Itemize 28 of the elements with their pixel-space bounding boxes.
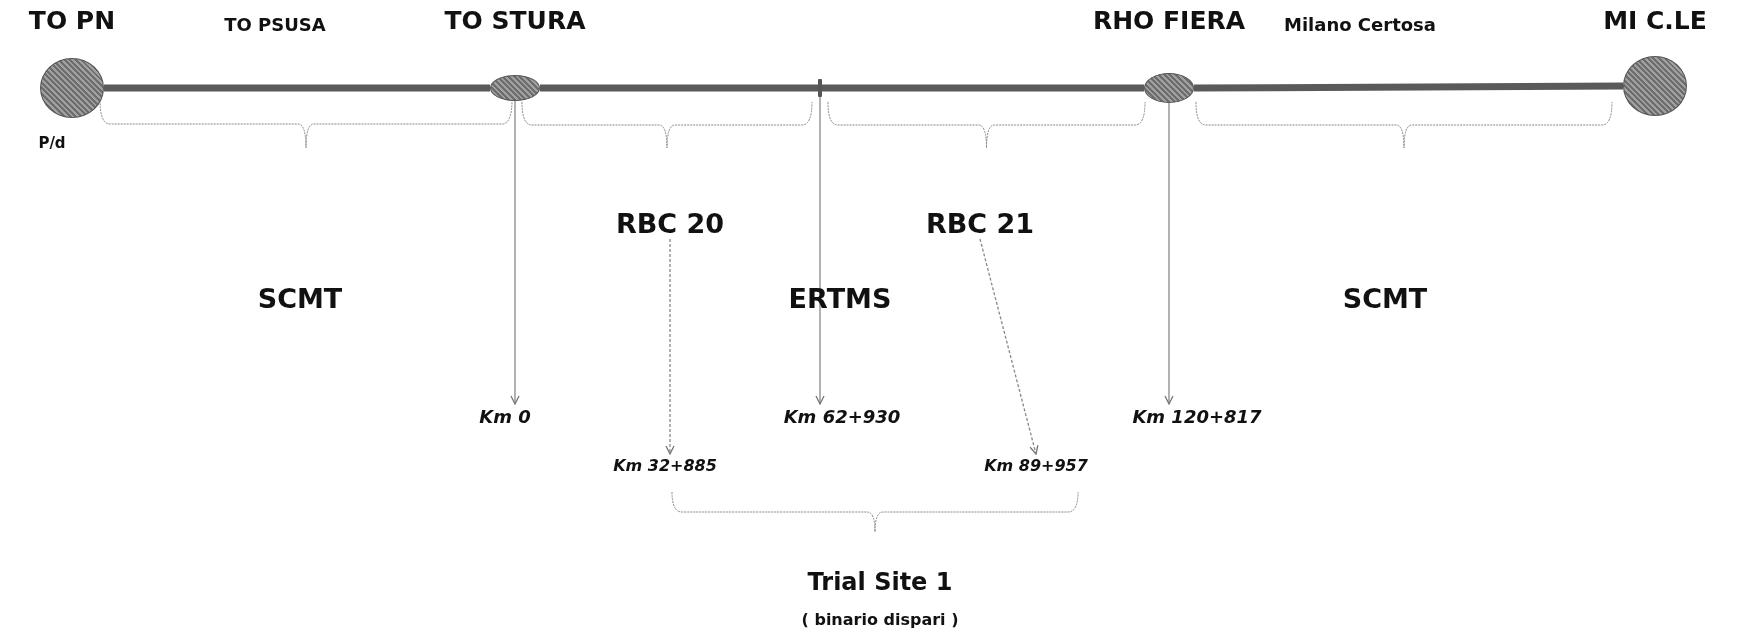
kilometre-label: Km 120+817: [1132, 406, 1262, 427]
station-label: Milano Certosa: [1284, 14, 1436, 35]
arrow: [665, 238, 675, 455]
kilometre-label: Km 89+957: [984, 456, 1088, 475]
station-name: MI C.LE: [1602, 6, 1708, 35]
controller-label: RBC 20: [615, 208, 725, 239]
railway-track: [104, 84, 490, 92]
arrow: [510, 100, 520, 405]
station-name: TO PN: [27, 6, 117, 35]
station-label: TO PSUSA: [224, 14, 326, 35]
kilometre-label: Km 32+885: [613, 456, 717, 475]
site-label: Trial Site 1: [807, 568, 953, 596]
arrow: [815, 96, 825, 405]
station-name: RHO FIERA: [1091, 6, 1247, 35]
kilometre-label: Km 0: [479, 406, 531, 427]
arrow: [1164, 102, 1174, 405]
station-name: TO STURA: [443, 6, 587, 35]
site-note: ( binario dispari ): [801, 610, 959, 629]
railway-track: [1194, 82, 1623, 92]
note-label: P/d: [38, 134, 66, 152]
railway-track: [540, 84, 818, 92]
junction-tick: [818, 79, 822, 97]
system-label: SCMT: [1342, 283, 1428, 314]
controller-label: RBC 21: [925, 208, 1035, 239]
kilometre-label: Km 62+930: [783, 406, 901, 427]
system-label: SCMT: [257, 283, 343, 314]
arrow: [979, 238, 1039, 455]
system-label: ERTMS: [788, 283, 892, 314]
